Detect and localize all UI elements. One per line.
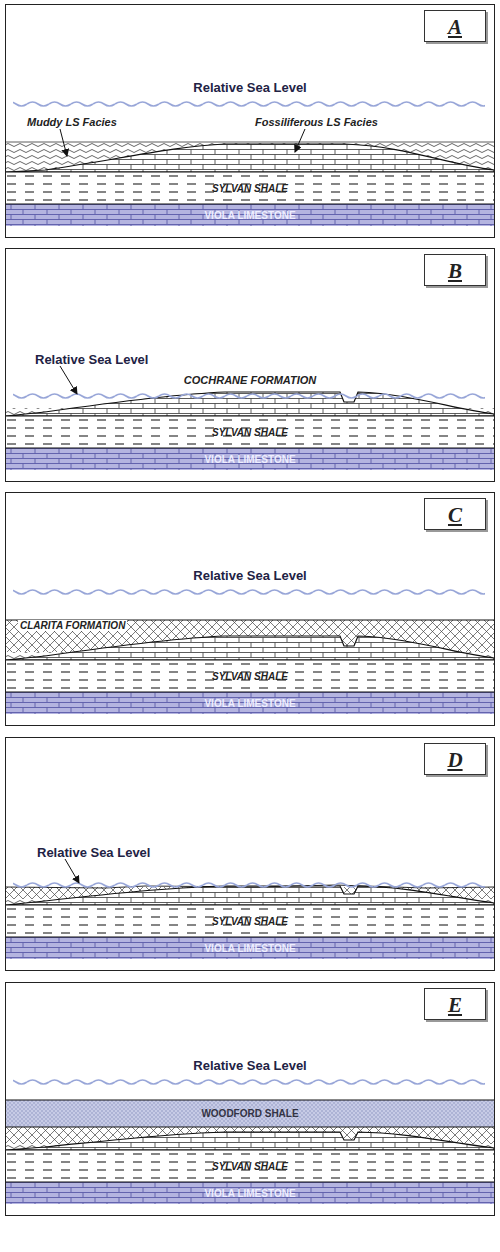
facies-label: COCHRANE FORMATION: [184, 374, 316, 386]
facies-label: Fossiliferous LS Facies: [255, 116, 378, 128]
leader-arrow: [60, 129, 67, 156]
limestone-band: VIOLA LIMESTONE: [6, 204, 494, 226]
leader-arrow: [65, 859, 79, 883]
panel-letter: B: [424, 254, 486, 286]
layer-name: SYLVAN SHALE: [212, 183, 288, 194]
sea-level-wave: [13, 1078, 485, 1087]
shale-band: SYLVAN SHALE: [6, 660, 494, 692]
limestone-band: VIOLA LIMESTONE: [6, 448, 494, 470]
shale-band: SYLVAN SHALE: [6, 416, 494, 448]
clarita-fill: [6, 620, 494, 660]
viola-fill: [6, 204, 494, 226]
layer-name: SYLVAN SHALE: [212, 1161, 288, 1172]
shale-band: WOODFORD SHALE: [6, 1100, 494, 1126]
layer-name: SYLVAN SHALE: [212, 427, 288, 438]
sea-level-label: Relative Sea Level: [37, 845, 150, 860]
limestone-mound: [6, 144, 494, 172]
stage-panel: C CLARITA FORMATION SYLVAN SHALE VIOLA LIME…: [5, 492, 495, 726]
limestone-band: VIOLA LIMESTONE: [6, 692, 494, 714]
limestone-band: VIOLA LIMESTONE: [6, 937, 494, 959]
sea-level-wave: [13, 588, 485, 597]
sea-level-label: Relative Sea Level: [193, 1058, 306, 1073]
panel-letter: A: [424, 10, 486, 42]
panel-e-art: [6, 1078, 494, 1204]
formation-band: CLARITA FORMATION: [6, 620, 494, 660]
layer-name: WOODFORD SHALE: [201, 1108, 298, 1119]
panel-d-art: [6, 859, 494, 959]
stage-panel: E WOODFORD SHALE SYLVAN SHALE VIOLA LIMESTO…: [5, 982, 495, 1216]
shale-band: SYLVAN SHALE: [6, 1150, 494, 1182]
sylvan-fill: [6, 172, 494, 204]
leader-arrow: [295, 129, 305, 152]
layer-name: CLARITA FORMATION: [18, 620, 127, 631]
layer-name: VIOLA LIMESTONE: [204, 698, 295, 709]
sea-level-label: Relative Sea Level: [193, 80, 306, 95]
sea-level-wave: [13, 880, 485, 889]
panel-c-art: [6, 588, 494, 714]
sea-level-wave: [13, 100, 485, 109]
panel-letter: E: [424, 988, 486, 1020]
panel-b-art: [6, 366, 494, 470]
layer-name: VIOLA LIMESTONE: [204, 1188, 295, 1199]
limestone-mound: [6, 392, 494, 416]
panel-letter: D: [424, 743, 486, 775]
panel-a-art: [6, 100, 494, 226]
layer-name: SYLVAN SHALE: [212, 671, 288, 682]
muddy-facies: [6, 142, 494, 172]
layer-name: VIOLA LIMESTONE: [204, 210, 295, 221]
layer-name: SYLVAN SHALE: [212, 916, 288, 927]
shale-band: SYLVAN SHALE: [6, 905, 494, 937]
panel-letter: C: [424, 498, 486, 530]
woodford-fill: [6, 1100, 494, 1127]
sea-level-wave: [13, 391, 485, 400]
sea-level-label: Relative Sea Level: [193, 568, 306, 583]
shale-band: SYLVAN SHALE: [6, 172, 494, 204]
leader-arrow: [60, 366, 77, 394]
layer-name: VIOLA LIMESTONE: [204, 454, 295, 465]
limestone-band: VIOLA LIMESTONE: [6, 1182, 494, 1204]
layer-name: VIOLA LIMESTONE: [204, 943, 295, 954]
facies-label: Muddy LS Facies: [27, 116, 117, 128]
sea-level-label: Relative Sea Level: [35, 352, 148, 367]
